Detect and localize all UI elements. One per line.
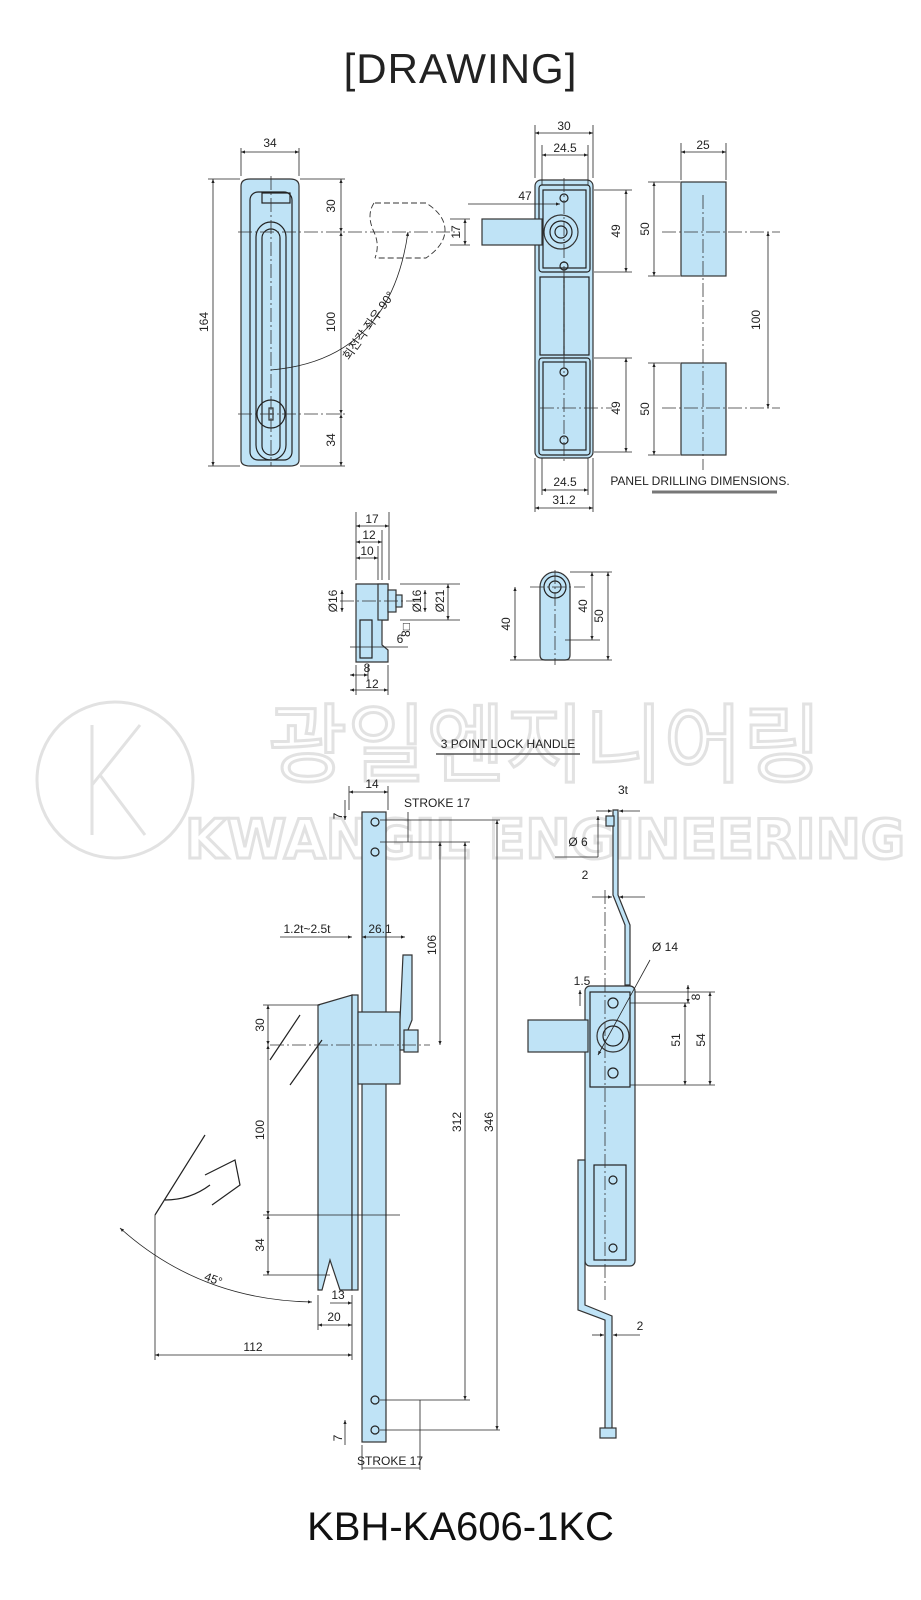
watermark-logo-circle — [35, 700, 195, 860]
svg-text:10: 10 — [360, 544, 374, 558]
svg-text:50: 50 — [592, 609, 606, 623]
svg-text:51: 51 — [669, 1033, 683, 1047]
svg-text:8: 8 — [364, 661, 371, 675]
dim-top: 30 — [324, 199, 338, 213]
svg-text:49: 49 — [609, 224, 623, 238]
dim-bottom: 34 — [324, 433, 338, 447]
svg-text:13: 13 — [331, 1288, 345, 1302]
lock-cylinder — [543, 214, 579, 250]
svg-text:25: 25 — [696, 138, 710, 152]
lock-housing — [357, 1011, 401, 1085]
label-plate — [261, 192, 291, 204]
svg-text:30: 30 — [253, 1018, 267, 1032]
lock-side-view: 14 7 STROKE 17 1.2t~2.5t 26.1 106 312 34… — [119, 777, 500, 1470]
svg-text:24.5: 24.5 — [553, 475, 577, 489]
dim-handle: 17 — [449, 225, 463, 239]
lock-handle — [317, 994, 353, 1291]
svg-text:31.2: 31.2 — [552, 493, 576, 507]
panel-drilling: 25 50 50 100 PANEL DRILLING DIMENSIONS. — [610, 138, 790, 494]
dim-width: 34 — [263, 136, 277, 150]
svg-text:346: 346 — [482, 1112, 496, 1132]
svg-text:7: 7 — [331, 812, 345, 819]
svg-text:14: 14 — [365, 777, 379, 791]
svg-text:Ø16: Ø16 — [410, 589, 424, 612]
svg-text:8: 8 — [689, 993, 703, 1000]
svg-text:1.5: 1.5 — [574, 974, 591, 988]
svg-text:100: 100 — [253, 1120, 267, 1140]
upper-rod — [612, 809, 631, 986]
lock-lever — [527, 1019, 589, 1053]
svg-text:2: 2 — [582, 868, 589, 882]
cutout-lower — [680, 362, 727, 456]
handle-open-outline — [154, 1134, 241, 1216]
svg-text:24.5: 24.5 — [553, 141, 577, 155]
lock-front-view: 3t Ø 6 2 Ø 14 1.5 8 51 54 2 — [527, 783, 715, 1439]
section-view: 17 12 10 Ø16 Ø16 Ø21 8□ 6 8 12 — [326, 512, 460, 695]
svg-text:12: 12 — [365, 677, 379, 691]
svg-text:STROKE 17: STROKE 17 — [357, 1454, 423, 1468]
lock-rod — [361, 811, 387, 1443]
cutout-upper — [680, 181, 727, 277]
svg-text:Ø16: Ø16 — [326, 589, 340, 612]
lever-arm — [481, 218, 543, 246]
panel-drilling-label: PANEL DRILLING DIMENSIONS. — [610, 474, 789, 488]
svg-text:20: 20 — [327, 1310, 341, 1324]
drawing-title: [DRAWING] — [343, 45, 578, 92]
rotation-note: 회전각 좌우 90° — [340, 289, 397, 363]
svg-text:8□: 8□ — [399, 623, 413, 637]
svg-text:STROKE 17: STROKE 17 — [404, 796, 470, 810]
svg-text:Ø 6: Ø 6 — [568, 835, 588, 849]
svg-text:30: 30 — [557, 119, 571, 133]
handle-rotated-outline — [369, 202, 446, 259]
svg-text:112: 112 — [243, 1340, 262, 1354]
svg-text:7: 7 — [331, 1434, 345, 1441]
svg-text:50: 50 — [638, 402, 652, 416]
lock-title: 3 POINT LOCK HANDLE — [441, 737, 575, 751]
svg-text:26.1: 26.1 — [368, 922, 392, 936]
svg-text:Ø21: Ø21 — [433, 589, 447, 612]
dim-middle: 100 — [324, 312, 338, 332]
svg-text:2: 2 — [637, 1319, 644, 1333]
svg-text:Ø 14: Ø 14 — [652, 940, 678, 954]
svg-text:312: 312 — [450, 1112, 464, 1132]
svg-text:12: 12 — [362, 528, 376, 542]
svg-text:40: 40 — [576, 599, 590, 613]
svg-text:100: 100 — [749, 310, 763, 330]
svg-text:17: 17 — [365, 512, 379, 526]
watermark-english: KWANGIL ENGINEERING — [185, 808, 905, 871]
svg-text:6: 6 — [397, 632, 404, 646]
svg-text:54: 54 — [694, 1033, 708, 1047]
watermark-logo-k — [90, 724, 147, 836]
svg-text:34: 34 — [253, 1238, 267, 1252]
svg-text:47: 47 — [518, 189, 532, 203]
front-view: 34 164 30 100 34 17 회전각 좌우 90° — [197, 136, 470, 467]
watermark: 광일엔지니어링 KWANGIL ENGINEERING — [35, 695, 907, 873]
svg-text:50: 50 — [638, 222, 652, 236]
svg-text:106: 106 — [425, 935, 439, 955]
svg-text:1.2t~2.5t: 1.2t~2.5t — [283, 922, 331, 936]
svg-text:3t: 3t — [618, 783, 629, 797]
watermark-korean: 광일엔지니어링 — [268, 696, 822, 796]
svg-text:40: 40 — [499, 617, 513, 631]
model-number: KBH-KA606-1KC — [307, 1505, 614, 1549]
lock-body — [584, 985, 636, 1267]
end-view: 40 40 50 — [499, 570, 612, 665]
svg-text:49: 49 — [609, 401, 623, 415]
side-view: 30 24.5 47 49 49 24.5 31.2 — [468, 119, 632, 512]
svg-text:45°: 45° — [202, 1270, 224, 1289]
dim-height: 164 — [197, 312, 211, 332]
